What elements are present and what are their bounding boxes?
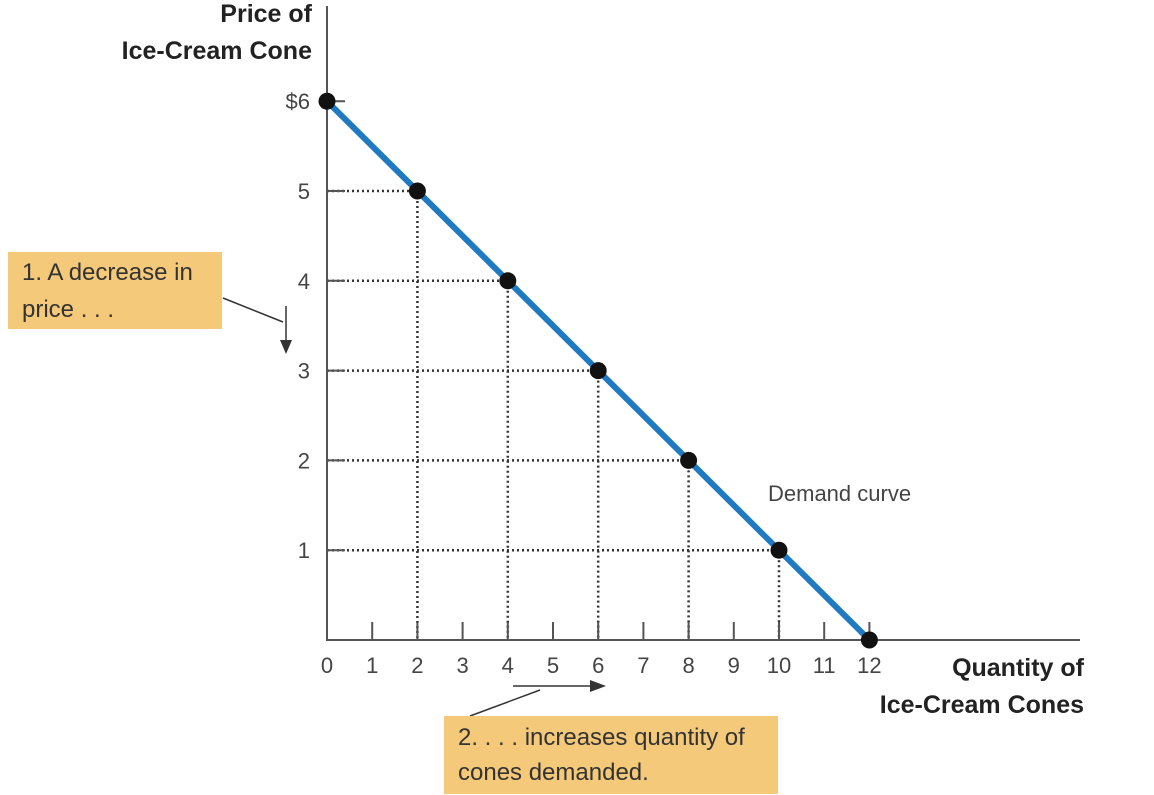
- quantity-increase-callout: 2. . . . increases quantity of cones dem…: [444, 716, 778, 794]
- price-decrease-callout-line-1: 1. A decrease in: [22, 259, 193, 286]
- data-point-2-5: [408, 182, 426, 200]
- x-tick-label-4: 4: [502, 653, 514, 678]
- y-tick-label-5: 5: [298, 179, 310, 204]
- x-tick-label-6: 6: [592, 653, 604, 678]
- quantity-arrow: [469, 680, 606, 717]
- quantity-increase-callout-line-1: 2. . . . increases quantity of: [458, 724, 745, 751]
- x-tick-label-7: 7: [637, 653, 649, 678]
- y-tick-label-1: 1: [298, 538, 310, 563]
- data-point-8-2: [680, 451, 698, 469]
- x-tick-label-12: 12: [857, 653, 881, 678]
- x-tick-label-8: 8: [682, 653, 694, 678]
- data-point-10-1: [770, 541, 788, 559]
- x-axis-label-line-1: Quantity of: [952, 654, 1085, 682]
- price-arrow: [222, 297, 292, 354]
- y-axis-label-line-1: Price of: [220, 0, 312, 28]
- data-points: [318, 92, 878, 649]
- data-point-4-4: [499, 272, 517, 290]
- x-tick-label-1: 1: [366, 653, 378, 678]
- data-point-0-6: [318, 92, 336, 110]
- y-axis-label-line-2: Ice-Cream Cone: [122, 37, 312, 65]
- x-tick-label-10: 10: [767, 653, 791, 678]
- guide-lines: [327, 189, 781, 640]
- x-tick-label-9: 9: [728, 653, 740, 678]
- y-tick-label-4: 4: [298, 269, 310, 294]
- x-tick-label-5: 5: [547, 653, 559, 678]
- tick-marks: [327, 100, 871, 640]
- x-tick-label-11: 11: [813, 653, 836, 678]
- y-tick-label-2: 2: [298, 448, 310, 473]
- data-point-12-0: [860, 631, 878, 649]
- price-decrease-callout-line-2: price . . .: [22, 296, 115, 323]
- quantity-increase-callout-line-2: cones demanded.: [458, 759, 649, 786]
- y-tick-label-6: $6: [286, 89, 310, 114]
- price-decrease-callout: 1. A decrease in price . . .: [8, 252, 222, 329]
- series-label-demand-curve: Demand curve: [768, 481, 911, 506]
- data-point-6-3: [589, 362, 607, 380]
- x-tick-label-3: 3: [456, 653, 468, 678]
- y-tick-label-3: 3: [298, 359, 310, 384]
- axes: [326, 6, 1080, 641]
- x-tick-label-2: 2: [411, 653, 423, 678]
- x-tick-label-0: 0: [321, 653, 333, 678]
- x-axis-label-line-2: Ice-Cream Cones: [880, 691, 1084, 719]
